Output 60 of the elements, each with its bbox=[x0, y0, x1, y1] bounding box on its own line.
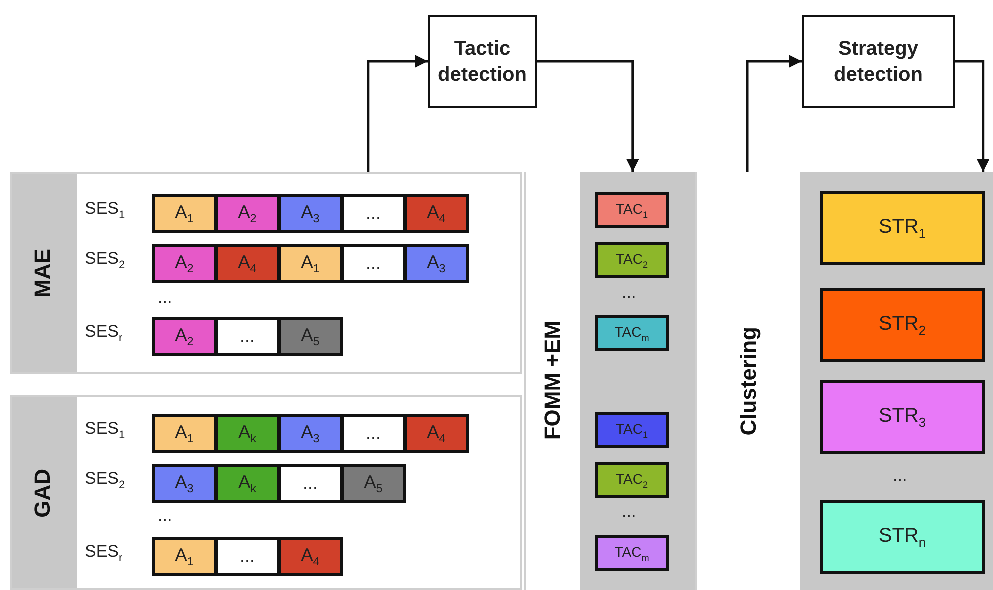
tactic-box: TAC$_{2}$ bbox=[595, 462, 669, 498]
tactic-box: TAC$_{2}$ bbox=[595, 242, 669, 278]
process-box: Tactic detection bbox=[428, 15, 537, 108]
ellipsis: ... bbox=[158, 288, 172, 308]
tactic-column bbox=[580, 172, 695, 590]
action-block: A$_{1}$ bbox=[278, 244, 343, 283]
dataset-panel bbox=[10, 172, 522, 374]
ellipsis: ... bbox=[622, 283, 636, 303]
action-block: ... bbox=[215, 537, 280, 576]
process-box: Strategy detection bbox=[802, 15, 955, 108]
row-label: SES$_{1}$ bbox=[85, 199, 126, 222]
action-block: A$_{3}$ bbox=[278, 414, 343, 453]
action-block: A$_{k}$ bbox=[215, 464, 280, 503]
action-block: ... bbox=[215, 317, 280, 356]
row-label: SES$_{r}$ bbox=[85, 542, 123, 564]
strategy-box: STR$_{n}$ bbox=[820, 500, 985, 574]
strategy-box: STR$_{3}$ bbox=[820, 380, 985, 454]
ellipsis: ... bbox=[622, 502, 636, 522]
row-label: SES$_{r}$ bbox=[85, 322, 123, 344]
action-block: A$_{4}$ bbox=[404, 414, 469, 453]
action-block: ... bbox=[341, 244, 406, 283]
tactic-box: TAC$_{1}$ bbox=[595, 192, 669, 228]
action-block: A$_{5}$ bbox=[341, 464, 406, 503]
action-block: A$_{5}$ bbox=[278, 317, 343, 356]
action-block: A$_{k}$ bbox=[215, 414, 280, 453]
panel-title: GAD bbox=[30, 468, 56, 518]
tactic-box: TAC$_{m}$ bbox=[595, 535, 669, 571]
action-block: A$_{3}$ bbox=[278, 194, 343, 233]
action-block: A$_{3}$ bbox=[404, 244, 469, 283]
action-block: A$_{1}$ bbox=[152, 537, 217, 576]
strategy-box: STR$_{2}$ bbox=[820, 288, 985, 362]
method-label: FOMM +EM bbox=[540, 321, 566, 441]
arrow bbox=[746, 55, 802, 172]
ellipsis: ... bbox=[893, 466, 908, 486]
tactic-box: TAC$_{1}$ bbox=[595, 412, 669, 448]
action-block: A$_{2}$ bbox=[152, 317, 217, 356]
action-block: A$_{4}$ bbox=[404, 194, 469, 233]
ellipsis: ... bbox=[158, 506, 172, 526]
action-block: A$_{3}$ bbox=[152, 464, 217, 503]
action-block: A$_{4}$ bbox=[278, 537, 343, 576]
row-label: SES$_{2}$ bbox=[85, 469, 126, 492]
dataset-panel bbox=[10, 395, 522, 590]
action-block: ... bbox=[341, 414, 406, 453]
arrow bbox=[955, 60, 990, 172]
strategy-column bbox=[800, 172, 993, 590]
action-block: A$_{2}$ bbox=[152, 244, 217, 283]
action-block: ... bbox=[341, 194, 406, 233]
action-block: A$_{1}$ bbox=[152, 414, 217, 453]
strategy-box: STR$_{1}$ bbox=[820, 191, 985, 265]
row-label: SES$_{2}$ bbox=[85, 249, 126, 272]
arrow bbox=[537, 60, 640, 172]
row-label: SES$_{1}$ bbox=[85, 419, 126, 442]
action-block: A$_{4}$ bbox=[215, 244, 280, 283]
action-block: ... bbox=[278, 464, 343, 503]
action-block: A$_{1}$ bbox=[152, 194, 217, 233]
action-block: A$_{2}$ bbox=[215, 194, 280, 233]
method-label: Clustering bbox=[736, 326, 762, 436]
tactic-box: TAC$_{m}$ bbox=[595, 315, 669, 351]
panel-title: MAE bbox=[30, 249, 56, 298]
arrow bbox=[367, 55, 428, 172]
